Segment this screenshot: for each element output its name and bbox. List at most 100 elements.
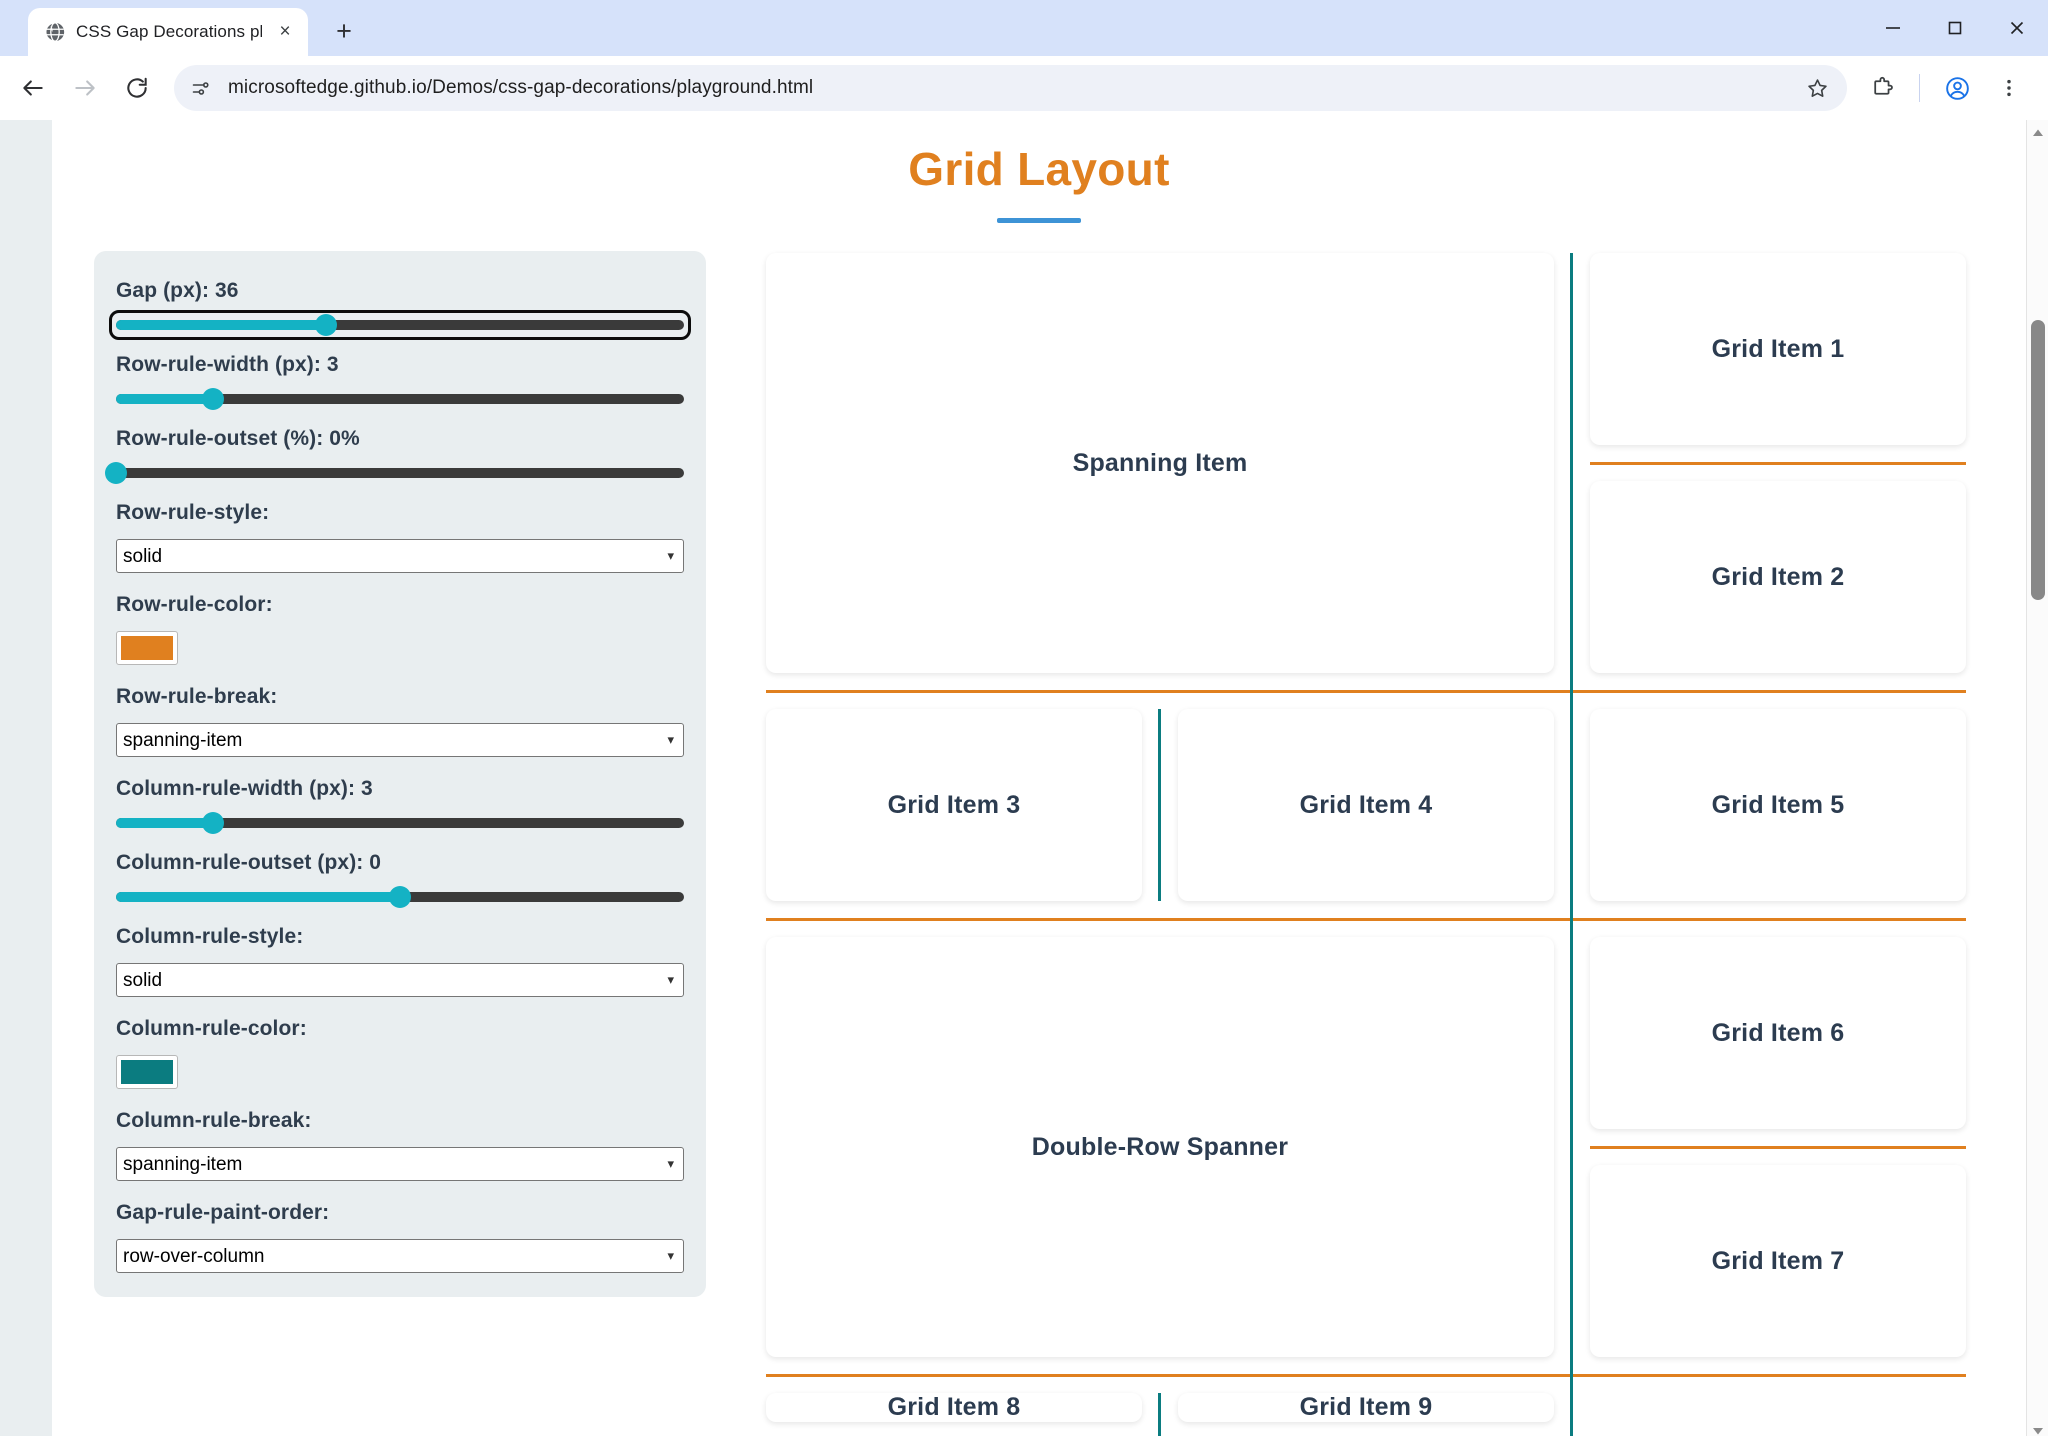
select-gap-rule-paint-order[interactable]: row-over-column	[116, 1239, 684, 1273]
grid-card: Double-Row Spanner	[766, 937, 1554, 1357]
control-column-rule-color: Column-rule-color:	[116, 1017, 684, 1089]
select-wrap-gap-rule-paint-order: row-over-column▾	[116, 1239, 684, 1273]
select-row-rule-style[interactable]: solid	[116, 539, 684, 573]
toolbar-divider	[1919, 74, 1920, 102]
select-column-rule-break[interactable]: spanning-item	[116, 1147, 684, 1181]
tab-strip: CSS Gap Decorations playgroun × +	[0, 0, 2048, 56]
slider-thumb[interactable]	[201, 388, 224, 410]
grid-card: Spanning Item	[766, 253, 1554, 673]
grid-card: Grid Item 5	[1590, 709, 1966, 901]
control-label-gap-rule-paint-order: Gap-rule-paint-order:	[116, 1201, 330, 1224]
control-column-rule-outset: Column-rule-outset (px): 0	[116, 851, 684, 908]
control-row-rule-style: Row-rule-style:solid▾	[116, 501, 684, 573]
select-row-rule-break[interactable]: spanning-item	[116, 723, 684, 757]
color-picker-row-rule-color[interactable]	[116, 631, 178, 665]
control-label-column-rule-break: Column-rule-break:	[116, 1109, 312, 1132]
scrollbar-thumb[interactable]	[2031, 320, 2045, 600]
slider-thumb[interactable]	[389, 886, 411, 908]
column-rule	[1158, 709, 1162, 901]
color-swatch-fill	[121, 1060, 173, 1084]
control-gap: Gap (px): 36	[109, 279, 691, 340]
window-controls	[1862, 0, 2048, 56]
scroll-down-arrow-icon[interactable]	[2032, 1423, 2044, 1435]
control-panel: Gap (px): 36 Row-rule-width (px): 3 Row-ru…	[94, 251, 706, 1297]
slider-fill	[116, 818, 213, 828]
star-icon[interactable]	[1795, 66, 1839, 110]
select-wrap-row-rule-break: spanning-item▾	[116, 723, 684, 757]
control-column-rule-break: Column-rule-break: spanning-item▾	[116, 1109, 684, 1181]
column-rule	[1158, 1393, 1162, 1436]
control-column-rule-style: Column-rule-style:solid▾	[116, 925, 684, 997]
grid-card: Grid Item 6	[1590, 937, 1966, 1129]
select-wrap-row-rule-style: solid▾	[116, 539, 684, 573]
forward-arrow-icon[interactable]	[60, 63, 110, 113]
slider-track	[116, 394, 684, 404]
three-dots-icon[interactable]	[1984, 63, 2034, 113]
row-rule	[766, 917, 1966, 921]
select-wrap-column-rule-style: solid▾	[116, 963, 684, 997]
account-avatar-icon[interactable]	[1932, 63, 1982, 113]
url-text: microsoftedge.github.io/Demos/css-gap-de…	[228, 77, 814, 98]
color-picker-column-rule-color[interactable]	[116, 1055, 178, 1089]
address-bar[interactable]: microsoftedge.github.io/Demos/css-gap-de…	[174, 65, 1847, 111]
page-title: Grid Layout	[908, 143, 1170, 195]
globe-icon	[44, 21, 66, 43]
control-label-row-rule-width: Row-rule-width (px): 3	[116, 353, 339, 376]
minimize-icon[interactable]	[1862, 0, 1924, 56]
maximize-icon[interactable]	[1924, 0, 1986, 56]
grid-card: Grid Item 4	[1178, 709, 1554, 901]
scroll-up-arrow-icon[interactable]	[2032, 124, 2044, 136]
slider-column-rule-outset[interactable]	[116, 886, 684, 908]
page-scrollbar[interactable]	[2026, 120, 2048, 1436]
tab-close-icon[interactable]: ×	[279, 21, 291, 42]
control-gap-rule-paint-order: Gap-rule-paint-order: row-over-column▾	[116, 1201, 684, 1273]
tab-title: CSS Gap Decorations playgroun	[76, 22, 262, 41]
grid-card: Grid Item 9	[1178, 1393, 1554, 1422]
reload-icon[interactable]	[112, 63, 162, 113]
grid-card: Grid Item 1	[1590, 253, 1966, 445]
site-settings-icon[interactable]	[180, 68, 220, 108]
row-rule	[1589, 1145, 1966, 1149]
control-row-rule-color: Row-rule-color:	[116, 593, 684, 665]
control-row-rule-outset: Row-rule-outset (%): 0%	[105, 427, 684, 484]
page-left-margin	[0, 120, 52, 1436]
slider-row-rule-width[interactable]	[116, 388, 684, 410]
row-rule	[766, 689, 1966, 693]
browser-tab[interactable]: CSS Gap Decorations playgroun ×	[28, 8, 308, 56]
select-wrap-column-rule-break: spanning-item▾	[116, 1147, 684, 1181]
row-rule	[1589, 461, 1966, 465]
grid-card: Grid Item 2	[1590, 481, 1966, 673]
slider-fill	[116, 892, 400, 902]
control-label-row-rule-outset: Row-rule-outset (%): 0%	[116, 427, 360, 450]
slider-row-rule-outset[interactable]	[105, 462, 684, 484]
slider-thumb[interactable]	[105, 462, 127, 484]
grid-card: Grid Item 7	[1590, 1165, 1966, 1357]
slider-gap[interactable]	[109, 310, 691, 340]
control-row-rule-width: Row-rule-width (px): 3	[116, 353, 684, 410]
control-row-rule-break: Row-rule-break:spanning-item▾	[116, 685, 684, 757]
slider-track	[116, 320, 684, 330]
control-label-column-rule-width: Column-rule-width (px): 3	[116, 777, 373, 800]
slider-fill	[116, 320, 327, 330]
row-rule	[766, 1373, 1966, 1377]
color-swatch-fill	[121, 636, 173, 660]
control-label-column-rule-outset: Column-rule-outset (px): 0	[116, 851, 382, 874]
close-icon[interactable]	[1986, 0, 2048, 56]
slider-thumb[interactable]	[315, 314, 338, 336]
back-arrow-icon[interactable]	[8, 63, 58, 113]
column-rule	[1570, 253, 1574, 1436]
select-column-rule-style[interactable]: solid	[116, 963, 684, 997]
new-tab-button[interactable]: +	[336, 15, 352, 46]
browser-toolbar: microsoftedge.github.io/Demos/css-gap-de…	[0, 56, 2048, 120]
control-column-rule-width: Column-rule-width (px): 3	[116, 777, 684, 834]
slider-track	[116, 468, 684, 478]
grid-card: Grid Item 8	[766, 1393, 1142, 1422]
slider-thumb[interactable]	[201, 812, 224, 834]
control-label-row-rule-color: Row-rule-color:	[116, 593, 273, 616]
slider-fill	[116, 394, 213, 404]
puzzle-piece-icon[interactable]	[1857, 63, 1907, 113]
page-content: Gap (px): 36 Row-rule-width (px): 3 Row-ru…	[52, 223, 2026, 1436]
slider-column-rule-width[interactable]	[116, 812, 684, 834]
